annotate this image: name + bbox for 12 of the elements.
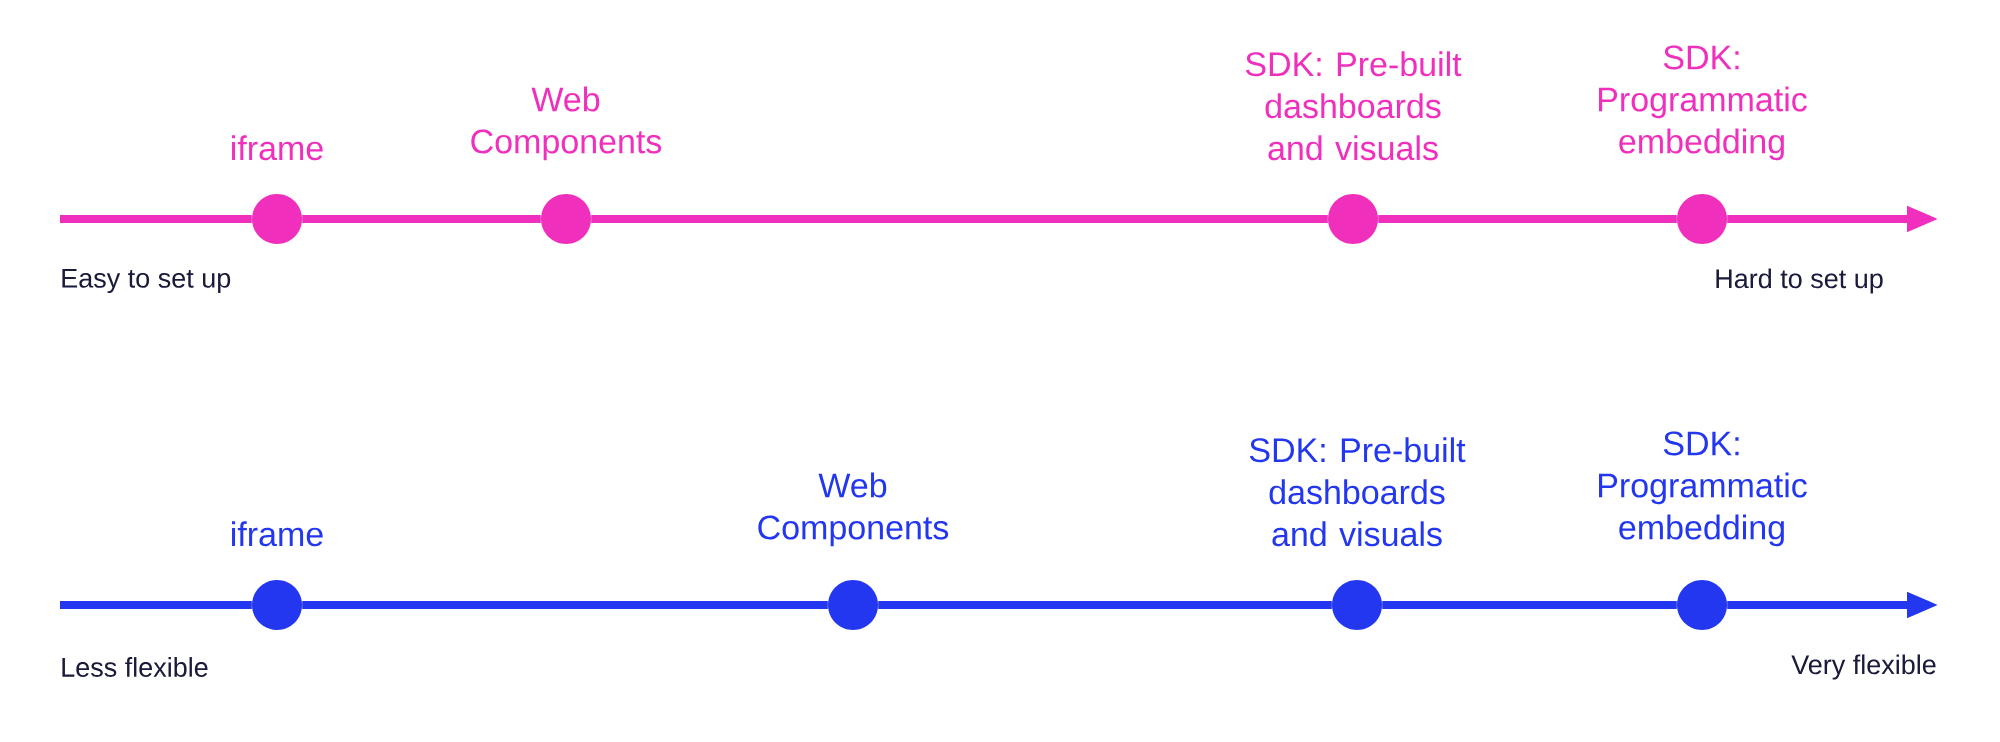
node-label: Web Components <box>471 86 662 161</box>
node-label: SDK: Programmatic embedding <box>1599 431 1807 547</box>
node-label: SDK: Pre-built dashboards and visuals <box>1245 51 1462 161</box>
axis-end-label: Very flexible <box>1791 654 1936 680</box>
axis-end-label: Less flexible <box>62 657 208 677</box>
node-label: SDK: Pre-built dashboards and visuals <box>1249 437 1466 547</box>
axis-end-label: Hard to set up <box>1716 268 1883 294</box>
node-label: iframe <box>232 135 323 161</box>
node-label: SDK: Programmatic embedding <box>1599 45 1807 161</box>
node-label: iframe <box>232 521 323 547</box>
node-label: Web Components <box>758 472 949 547</box>
axis-end-label: Easy to set up <box>62 268 231 294</box>
